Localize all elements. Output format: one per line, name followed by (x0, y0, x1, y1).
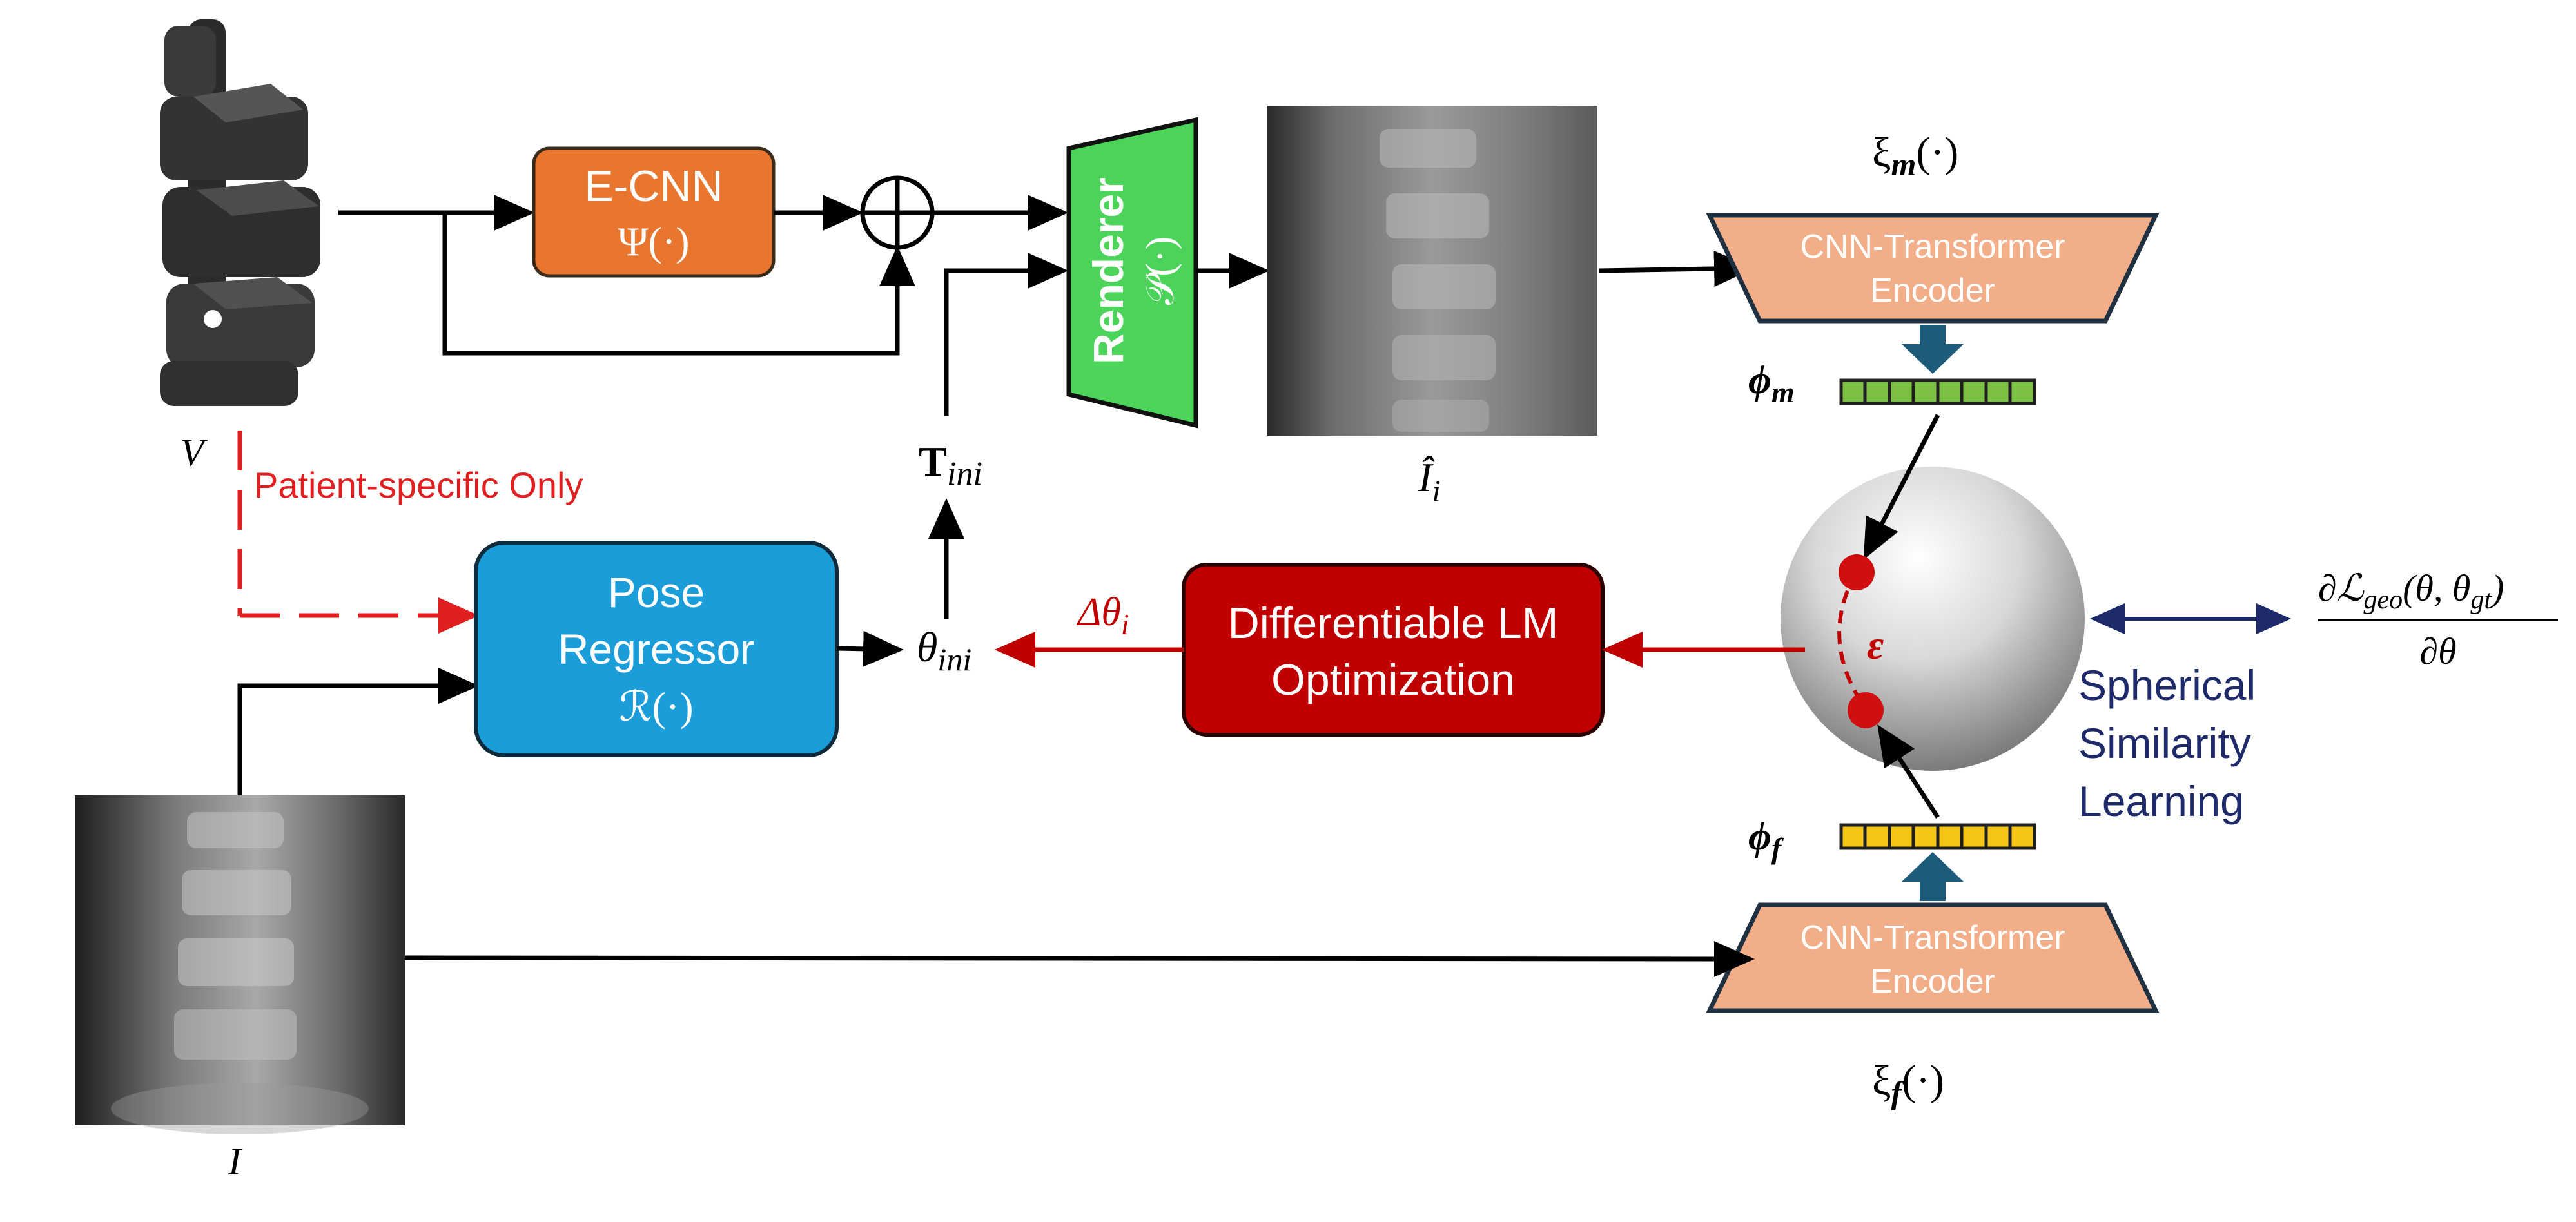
t-ini-label: Tini (919, 438, 982, 492)
lm-optimization-box: Differentiable LM Optimization (1182, 563, 1605, 737)
embedding-point-m (1839, 554, 1875, 590)
encoder-bottom-line2: Encoder (1870, 963, 1995, 1000)
encoder-top-down-arrow (1902, 325, 1964, 374)
xi-f-label: ξf(·) (1872, 1057, 1944, 1110)
spherical-line2: Similarity (2078, 719, 2251, 767)
drr-symbol: Îi (1418, 454, 1441, 509)
lm-line1: Differentiable LM (1228, 599, 1559, 648)
drr-image (1267, 106, 1597, 436)
pose-line2: Regressor (558, 625, 754, 673)
encoder-top-line1: CNN-Transformer (1800, 228, 2065, 266)
spherical-similarity-label: Spherical Similarity Learning (2078, 661, 2256, 825)
renderer-title: Renderer (1084, 177, 1132, 364)
image-symbol: I (228, 1140, 243, 1183)
summation-node (860, 175, 935, 250)
encoder-top: CNN-Transformer Encoder (1706, 213, 2160, 324)
geodesic-distance-arc (1837, 571, 1868, 710)
arrow-image-to-encoder-bottom (404, 940, 1755, 977)
encoder-bottom-line1: CNN-Transformer (1800, 919, 2065, 956)
pose-function: ℛ(·) (620, 684, 694, 730)
phi-m-label: ϕm (1748, 358, 1795, 409)
arrow-tini-to-renderer (944, 253, 1068, 416)
volume-symbol: V (181, 431, 208, 474)
arrow-image-to-pose (237, 668, 479, 795)
arrow-phi-m-to-sphere (1863, 414, 1940, 560)
skip-connection (442, 213, 915, 356)
loss-numerator: ∂ℒgeo(θ, θgt) (2318, 567, 2504, 615)
xi-m-label: ξm(·) (1872, 129, 1958, 182)
pose-line1: Pose (608, 568, 705, 616)
encoder-top-line2: Encoder (1870, 272, 1995, 309)
theta-ini-label: θini (917, 624, 971, 677)
embedding-point-f (1848, 692, 1884, 728)
phi-m-feature-vector (1839, 378, 2036, 405)
pose-regressor-box: Pose Regressor ℛ(·) (474, 541, 839, 757)
arrow-drr-to-encoder-top (1598, 250, 1755, 287)
spine-volume-image (160, 19, 320, 406)
epsilon-label: ε (1867, 622, 1884, 668)
delta-theta-label: Δθi (1076, 590, 1129, 641)
encoder-bottom-up-arrow (1902, 852, 1964, 901)
ecnn-title: E-CNN (584, 162, 723, 211)
loss-gradient: ∂ℒgeo(θ, θgt) ∂θ (2318, 567, 2558, 672)
phi-f-label: ϕf (1748, 815, 1784, 865)
spherical-line3: Learning (2078, 777, 2244, 825)
ecnn-function: Ψ(·) (618, 218, 689, 264)
hypersphere (1781, 467, 2085, 771)
arrow-pose-to-theta (836, 630, 904, 667)
lm-line2: Optimization (1271, 655, 1515, 704)
spherical-line1: Spherical (2078, 661, 2256, 709)
renderer-block: Renderer 𝒫(·) (1066, 117, 1198, 429)
loss-denominator: ∂θ (2419, 630, 2456, 672)
ecnn-box: E-CNN Ψ(·) (532, 146, 776, 278)
encoder-bottom: CNN-Transformer Encoder (1706, 902, 2160, 1013)
xray-image (75, 795, 405, 1134)
renderer-function: 𝒫(·) (1138, 237, 1182, 306)
arrow-phi-f-to-sphere (1877, 724, 1940, 819)
patient-specific-label: Patient-specific Only (254, 465, 583, 505)
phi-f-feature-vector (1839, 823, 2036, 850)
